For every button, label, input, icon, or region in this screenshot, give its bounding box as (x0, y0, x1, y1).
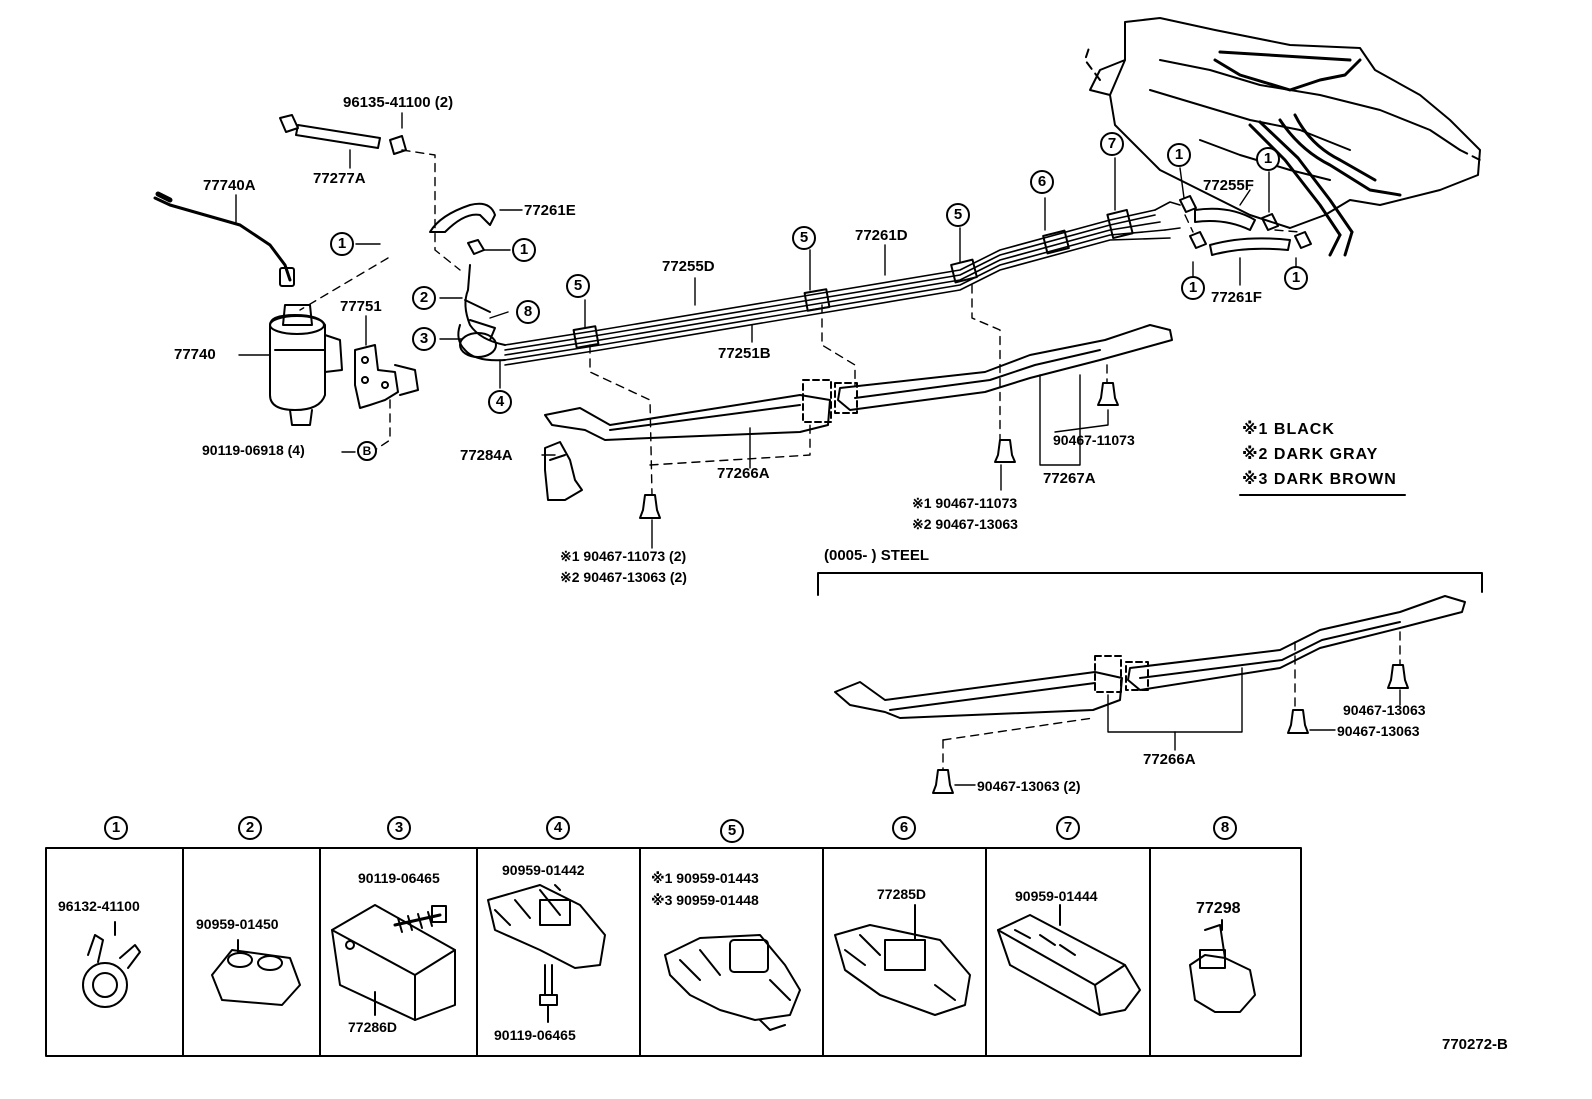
table-header-5: 5 (720, 819, 744, 843)
legend-mark: ※2 (1242, 446, 1269, 463)
legend-mark: ※1 (1242, 421, 1269, 438)
callout-5: 5 (792, 226, 816, 250)
clamp-table-grid (45, 847, 1302, 1057)
canister-77740 (269, 304, 343, 426)
part-label-77261E: 77261E (524, 202, 576, 219)
part-label-left-s1: ※1 90467-11073 (2) (560, 548, 687, 564)
mark-B: B (357, 441, 377, 461)
callout-1: 1 (1256, 147, 1280, 171)
leader-lines (235, 112, 1401, 786)
fuel-tube-bundle (504, 201, 1181, 366)
part-label-77751: 77751 (340, 298, 382, 315)
fuel-tank-illustration (1084, 17, 1481, 257)
tube-clamps (572, 208, 1134, 349)
bolts (639, 382, 1409, 794)
cell-8-label: 77298 (1196, 900, 1241, 917)
part-label-mid-s1: ※1 90467-11073 (912, 495, 1018, 511)
part-label-77261D: 77261D (855, 227, 908, 244)
steel-part-label-90467-13063-a: 90467-13063 (1343, 702, 1426, 718)
table-header-6: 6 (892, 816, 916, 840)
part-label-90467-11073-right: 90467-11073 (1053, 432, 1135, 448)
legend-text: DARK GRAY (1273, 446, 1379, 463)
cell-3-label-part: 77286D (348, 1019, 398, 1035)
steel-section-label: (0005- ) STEEL (824, 547, 930, 564)
legend-text: DARK BROWN (1273, 471, 1397, 488)
cell-3-label-bolt: 90119-06465 (358, 870, 440, 886)
cell-2-label: 90959-01450 (196, 916, 279, 932)
steel-part-label-90467-13063-c: 90467-13063 (2) (977, 778, 1081, 794)
callout-7: 7 (1100, 132, 1124, 156)
callout-3: 3 (412, 327, 436, 351)
table-header-1: 1 (104, 816, 128, 840)
part-label-77740A: 77740A (203, 177, 256, 194)
part-label-77284A: 77284A (460, 447, 513, 464)
part-label-77255D: 77255D (662, 258, 715, 275)
tube-bend-assembly (457, 264, 506, 362)
part-label-77261F: 77261F (1211, 289, 1262, 306)
callout-1: 1 (1284, 266, 1308, 290)
hose-77261E (429, 202, 496, 233)
diagram-code: 770272-B (1442, 1036, 1508, 1053)
part-label-96135-41100: 96135-41100 (2) (343, 94, 454, 111)
cell-4-label-bolt: 90119-06465 (494, 1027, 576, 1043)
callout-5: 5 (566, 274, 590, 298)
rod-77740A (153, 191, 295, 287)
dashed-leaders (299, 149, 1401, 771)
callout-5: 5 (946, 203, 970, 227)
steel-part-label-77266A: 77266A (1143, 751, 1196, 768)
legend-item-dark-brown: ※3 DARK BROWN (1242, 469, 1397, 489)
protector-77267A (834, 324, 1173, 414)
cell-1-label: 96132-41100 (58, 898, 140, 914)
part-label-mid-s2: ※2 90467-13063 (912, 516, 1018, 532)
callout-1: 1 (330, 232, 354, 256)
part-label-77267A: 77267A (1043, 470, 1096, 487)
steel-part-label-90467-13063-b: 90467-13063 (1337, 723, 1420, 739)
table-header-7: 7 (1056, 816, 1080, 840)
callout-1: 1 (1181, 276, 1205, 300)
clip-small (467, 239, 485, 255)
steel-section-bracket (817, 572, 1483, 596)
tube-77277A (279, 114, 407, 155)
cell-7-label: 90959-01444 (1015, 888, 1098, 904)
callout-6: 6 (1030, 170, 1054, 194)
bracket-77751 (354, 344, 419, 409)
cell-drawings (82, 884, 1256, 1031)
protector-77266A-upper (544, 379, 832, 441)
steel-protector-77266A (834, 595, 1466, 719)
part-label-77251B: 77251B (718, 345, 771, 362)
cell-5-label-s1: ※1 90959-01443 (651, 870, 759, 886)
legend-text: BLACK (1273, 421, 1335, 438)
bracket-77284A (544, 441, 583, 501)
cell-4-label-part: 90959-01442 (502, 862, 585, 878)
callout-4: 4 (488, 390, 512, 414)
part-label-90119-06918: 90119-06918 (4) (202, 442, 305, 458)
table-header-8: 8 (1213, 816, 1237, 840)
legend-item-dark-gray: ※2 DARK GRAY (1242, 444, 1378, 464)
callout-1: 1 (512, 238, 536, 262)
part-label-left-s2: ※2 90467-13063 (2) (560, 569, 687, 585)
legend-item-black: ※1 BLACK (1242, 419, 1335, 439)
part-label-77255F: 77255F (1203, 177, 1254, 194)
cell-6-label: 77285D (877, 886, 927, 902)
callout-8: 8 (516, 300, 540, 324)
callout-1: 1 (1167, 143, 1191, 167)
legend-mark: ※3 (1242, 471, 1269, 488)
table-header-3: 3 (387, 816, 411, 840)
table-header-4: 4 (546, 816, 570, 840)
part-label-77277A: 77277A (313, 170, 366, 187)
cell-5-label-s3: ※3 90959-01448 (651, 892, 759, 908)
table-header-2: 2 (238, 816, 262, 840)
part-label-77266A-upper: 77266A (717, 465, 770, 482)
callout-2: 2 (412, 286, 436, 310)
hoses-77255F-77261F (1179, 195, 1312, 256)
part-label-77740: 77740 (174, 346, 216, 363)
